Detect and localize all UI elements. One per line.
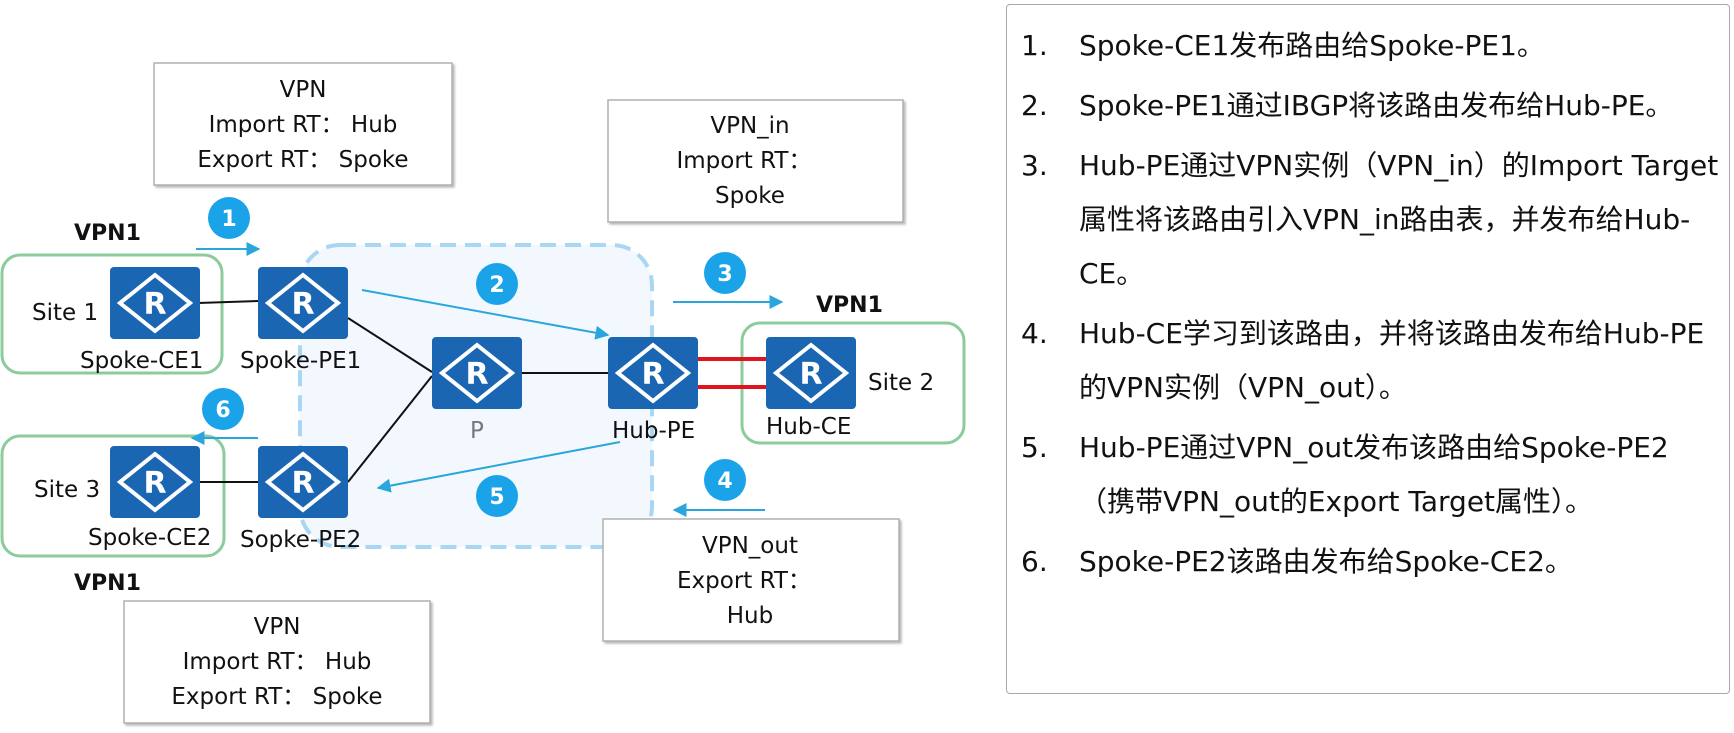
svg-text:Spoke: Spoke (715, 183, 785, 209)
svg-text:5: 5 (489, 485, 504, 510)
vpn-label-top-left: VPN1 (74, 221, 141, 246)
svg-text:R: R (291, 287, 314, 322)
info-box-top-left: VPN Import RT： Hub Export RT： Spoke (153, 62, 453, 186)
step-number: 2. (1021, 89, 1048, 122)
svg-text:R: R (291, 466, 314, 501)
link-spokepe2-p (347, 375, 433, 483)
router-spoke-pe2: R (256, 444, 350, 520)
arrow-step5 (376, 441, 621, 493)
svg-text:VPN_out: VPN_out (702, 533, 798, 559)
step-badge-2: 2 (476, 263, 518, 305)
step-number: 6. (1021, 545, 1048, 578)
link-spokepe1-p (347, 317, 433, 373)
vpn-label-bottom-left: VPN1 (74, 571, 141, 596)
site2-boundary (740, 321, 966, 445)
step-item: 2. Spoke-PE1通过IBGP将该路由发布给Hub-PE。 (1021, 79, 1719, 133)
svg-text:Import RT： Hub: Import RT： Hub (209, 112, 398, 138)
step-text: Spoke-CE1发布路由给Spoke-PE1。 (1079, 29, 1545, 62)
info-box-top-right: VPN_in Import RT： Spoke (607, 99, 904, 223)
info-box-bottom-left: VPN Import RT： Hub Export RT： Spoke (123, 600, 431, 724)
step-item: 5. Hub-PE通过VPN_out发布该路由给Spoke-PE2（携带VPN_o… (1021, 421, 1719, 529)
router-hub-pe: R (606, 335, 700, 411)
svg-text:R: R (465, 357, 488, 392)
label-hub-pe: Hub-PE (612, 418, 695, 444)
vpn-label-right: VPN1 (816, 293, 883, 318)
label-spoke-ce2: Spoke-CE2 (88, 525, 211, 551)
svg-text:3: 3 (717, 262, 732, 287)
svg-text:VPN_in: VPN_in (710, 113, 789, 139)
label-spoke-ce1: Spoke-CE1 (80, 348, 203, 374)
step-number: 5. (1021, 431, 1048, 464)
svg-text:R: R (143, 466, 166, 501)
svg-text:Hub: Hub (727, 603, 773, 629)
svg-text:R: R (641, 357, 664, 392)
svg-text:R: R (799, 357, 822, 392)
label-site2: Site 2 (868, 370, 934, 396)
router-p: R (430, 335, 524, 411)
svg-text:VPN: VPN (280, 77, 327, 103)
step-number: 3. (1021, 149, 1048, 182)
label-site3: Site 3 (34, 477, 100, 503)
step-text: Hub-CE学习到该路由，并将该路由发布给Hub-PE的VPN实例（VPN_ou… (1079, 317, 1705, 404)
step-badge-4: 4 (704, 459, 746, 501)
step-number: 1. (1021, 29, 1048, 62)
step-item: 6. Spoke-PE2该路由发布给Spoke-CE2。 (1021, 535, 1719, 589)
label-spoke-pe1: Spoke-PE1 (240, 348, 361, 374)
label-hub-ce: Hub-CE (766, 414, 851, 440)
svg-text:R: R (143, 287, 166, 322)
step-item: 4. Hub-CE学习到该路由，并将该路由发布给Hub-PE的VPN实例（VPN_… (1021, 307, 1719, 415)
router-spoke-ce2: R (108, 444, 202, 520)
svg-text:4: 4 (717, 469, 732, 494)
svg-text:1: 1 (221, 207, 236, 232)
site1-boundary (0, 253, 224, 375)
step-badge-5: 5 (476, 475, 518, 517)
router-spoke-ce1: R (108, 265, 202, 341)
svg-text:Export RT：: Export RT： (677, 568, 811, 594)
label-spoke-pe2: Sopke-PE2 (240, 527, 361, 553)
step-text: Spoke-PE2该路由发布给Spoke-CE2。 (1079, 545, 1573, 578)
svg-text:Export RT： Spoke: Export RT： Spoke (171, 684, 382, 710)
label-p: P (470, 418, 484, 444)
step-text: Hub-PE通过VPN实例（VPN_in）的Import Target属性将该路… (1079, 149, 1719, 290)
svg-text:2: 2 (489, 273, 504, 298)
svg-text:6: 6 (215, 398, 230, 423)
arrow-step2 (361, 289, 610, 340)
step-number: 4. (1021, 317, 1048, 350)
svg-text:VPN: VPN (254, 614, 301, 640)
steps-list: 1. Spoke-CE1发布路由给Spoke-PE1。 2. Spoke-PE1通过… (1021, 19, 1719, 589)
step-badge-1: 1 (208, 197, 250, 239)
step-text: Spoke-PE1通过IBGP将该路由发布给Hub-PE。 (1079, 89, 1674, 122)
svg-text:Import RT： Hub: Import RT： Hub (183, 649, 372, 675)
link-spokece1-spokepe1 (197, 300, 259, 304)
router-spoke-pe1: R (256, 265, 350, 341)
site3-boundary (0, 434, 226, 558)
step-badge-6: 6 (202, 388, 244, 430)
step-badge-3: 3 (704, 252, 746, 294)
info-box-bottom-right: VPN_out Export RT： Hub (602, 518, 900, 642)
router-hub-ce: R (764, 335, 858, 411)
label-site1: Site 1 (32, 300, 98, 326)
svg-text:Import RT：: Import RT： (676, 148, 811, 174)
svg-text:Export RT： Spoke: Export RT： Spoke (197, 147, 408, 173)
steps-panel: 1. Spoke-CE1发布路由给Spoke-PE1。 2. Spoke-PE1通过… (1006, 4, 1730, 694)
step-item: 3. Hub-PE通过VPN实例（VPN_in）的Import Target属性将… (1021, 139, 1719, 301)
step-text: Hub-PE通过VPN_out发布该路由给Spoke-PE2（携带VPN_out… (1079, 431, 1669, 518)
step-item: 1. Spoke-CE1发布路由给Spoke-PE1。 (1021, 19, 1719, 73)
